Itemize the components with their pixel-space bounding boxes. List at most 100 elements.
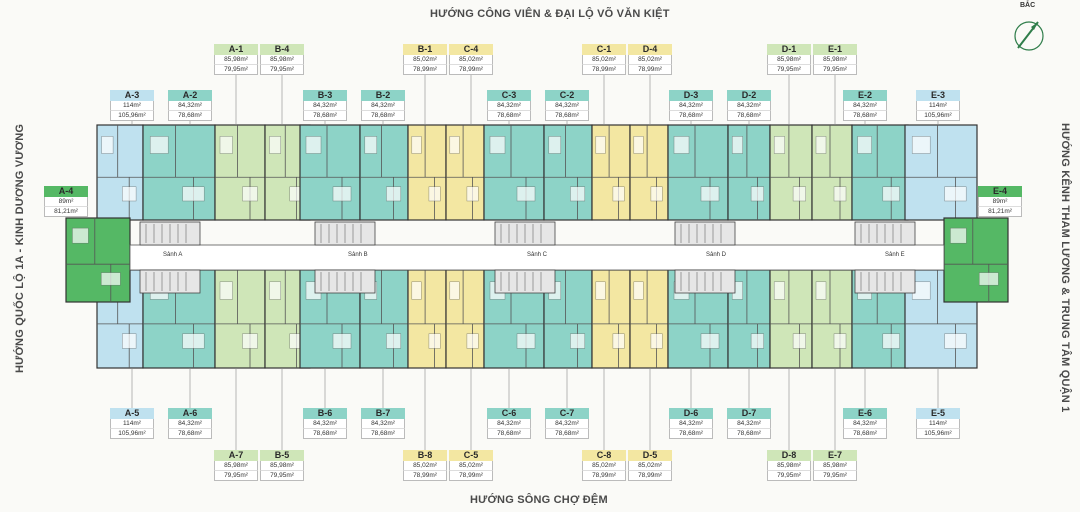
unit-b-1-furniture bbox=[428, 186, 441, 202]
unit-area-net: 78,68m² bbox=[303, 111, 347, 121]
unit-code: E-3 bbox=[916, 90, 960, 101]
unit-c-s4-furniture bbox=[449, 281, 460, 300]
unit-area-gross: 114m² bbox=[110, 101, 154, 111]
unit-area-net: 79,95m² bbox=[214, 471, 258, 481]
unit-code: A-1 bbox=[214, 44, 258, 55]
unit-a-s2-furniture bbox=[182, 333, 205, 349]
unit-a-4-furniture bbox=[100, 272, 121, 286]
unit-area-gross: 85,02m² bbox=[449, 55, 493, 65]
unit-d-s2-furniture bbox=[750, 333, 764, 349]
unit-area-gross: 84,32m² bbox=[843, 419, 887, 429]
unit-c-s1-furniture bbox=[595, 281, 606, 300]
compass-label: BẮC bbox=[1020, 2, 1036, 9]
unit-area-net: 78,99m² bbox=[449, 471, 493, 481]
unit-area-net: 105,96m² bbox=[916, 111, 960, 121]
unit-c-4-furniture bbox=[449, 136, 460, 154]
unit-area-net: 78,99m² bbox=[582, 471, 626, 481]
unit-code: A-2 bbox=[168, 90, 212, 101]
unit-code: A-3 bbox=[110, 90, 154, 101]
unit-c-s2-furniture bbox=[570, 333, 586, 349]
unit-area-net: 78,68m² bbox=[843, 429, 887, 439]
unit-code: B-4 bbox=[260, 44, 304, 55]
unit-area-net: 78,99m² bbox=[628, 471, 672, 481]
unit-area-net: 105,96m² bbox=[110, 429, 154, 439]
unit-code: B-7 bbox=[361, 408, 405, 419]
unit-c-s4-furniture bbox=[466, 333, 479, 349]
unit-a-s1-furniture bbox=[219, 281, 233, 300]
unit-area-gross: 84,32m² bbox=[487, 101, 531, 111]
unit-c-1-furniture bbox=[612, 186, 625, 202]
unit-d-3-furniture bbox=[673, 136, 690, 154]
unit-b-2-furniture bbox=[386, 186, 402, 202]
unit-area-gross: 84,32m² bbox=[361, 101, 405, 111]
lobby-label-c: Sảnh C bbox=[527, 252, 548, 258]
unit-area-net: 78,99m² bbox=[403, 471, 447, 481]
unit-area-gross: 84,32m² bbox=[168, 101, 212, 111]
south-direction-label: HƯỚNG SÔNG CHỢ ĐỆM bbox=[470, 494, 608, 506]
unit-b-3-furniture bbox=[332, 186, 352, 202]
unit-e-s1-furniture bbox=[815, 281, 827, 300]
compass: BẮC bbox=[1008, 2, 1054, 58]
unit-area-gross: 85,98m² bbox=[767, 55, 811, 65]
unit-d-4-furniture bbox=[633, 136, 644, 154]
unit-code: B-8 bbox=[403, 450, 447, 461]
unit-area-gross: 85,98m² bbox=[260, 55, 304, 65]
unit-a-1-furniture bbox=[242, 186, 258, 202]
unit-c-s1-furniture bbox=[612, 333, 625, 349]
unit-code: D-4 bbox=[628, 44, 672, 55]
unit-area-net: 79,95m² bbox=[813, 65, 857, 75]
unit-area-net: 79,95m² bbox=[260, 471, 304, 481]
unit-code: C-8 bbox=[582, 450, 626, 461]
unit-code: D-5 bbox=[628, 450, 672, 461]
unit-code: C-7 bbox=[545, 408, 589, 419]
unit-area-gross: 84,32m² bbox=[545, 101, 589, 111]
unit-area-net: 78,99m² bbox=[403, 65, 447, 75]
unit-area-net: 78,68m² bbox=[303, 429, 347, 439]
unit-code: A-5 bbox=[110, 408, 154, 419]
unit-code: C-2 bbox=[545, 90, 589, 101]
unit-code: E-7 bbox=[813, 450, 857, 461]
compass-icon bbox=[1014, 21, 1044, 51]
unit-code: C-4 bbox=[449, 44, 493, 55]
unit-code: C-6 bbox=[487, 408, 531, 419]
unit-area-gross: 84,32m² bbox=[669, 419, 713, 429]
unit-area-gross: 85,98m² bbox=[767, 461, 811, 471]
unit-area-net: 81,21m² bbox=[978, 207, 1022, 217]
unit-code: C-5 bbox=[449, 450, 493, 461]
unit-code: B-5 bbox=[260, 450, 304, 461]
unit-d-4-furniture bbox=[650, 186, 663, 202]
unit-area-gross: 84,32m² bbox=[727, 101, 771, 111]
unit-code: B-6 bbox=[303, 408, 347, 419]
unit-area-net: 78,99m² bbox=[628, 65, 672, 75]
unit-d-s3-furniture bbox=[700, 333, 720, 349]
unit-area-gross: 84,32m² bbox=[669, 101, 713, 111]
unit-area-gross: 85,98m² bbox=[813, 55, 857, 65]
unit-e-s1-furniture bbox=[833, 333, 847, 349]
unit-area-net: 78,68m² bbox=[843, 111, 887, 121]
unit-a-2-furniture bbox=[182, 186, 205, 202]
unit-a-3 bbox=[96, 124, 144, 221]
unit-d-s1-furniture bbox=[773, 281, 785, 300]
unit-area-gross: 114m² bbox=[916, 101, 960, 111]
unit-code: E-1 bbox=[813, 44, 857, 55]
unit-area-net: 79,95m² bbox=[260, 65, 304, 75]
unit-area-net: 78,68m² bbox=[487, 429, 531, 439]
unit-code: A-4 bbox=[44, 186, 88, 197]
